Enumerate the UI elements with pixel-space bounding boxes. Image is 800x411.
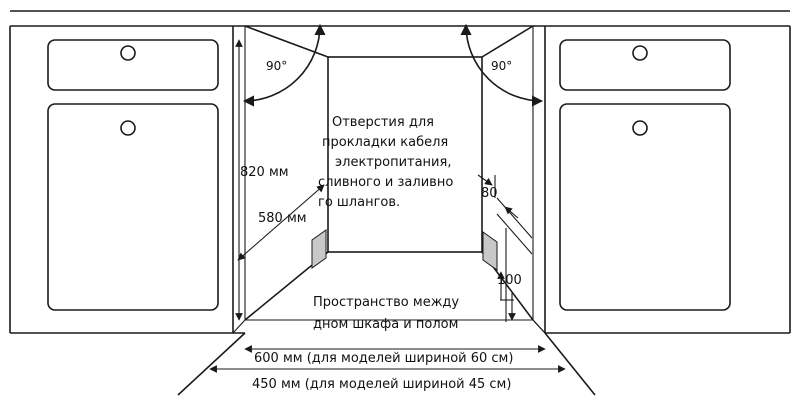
countertop <box>10 10 790 27</box>
dim-80-arrow-top <box>477 174 493 186</box>
space-note-line: дном шкафа и полом <box>313 317 458 332</box>
space-note-line: Пространство между <box>313 295 459 310</box>
dim-80-label: 80 <box>481 186 498 201</box>
right-cabinet <box>532 26 791 334</box>
dim-100-label: 100 <box>497 273 522 288</box>
holes-note-line: сливного и заливно <box>318 175 453 190</box>
holes-note: Отверстия для прокладки кабеля электропи… <box>318 115 453 210</box>
right-drawer-handle-icon <box>632 45 648 61</box>
left-cabinet <box>9 26 246 334</box>
niche-back-wall <box>327 56 483 253</box>
depth-label: 580 мм <box>258 211 307 226</box>
space-note: Пространство между дном шкафа и полом <box>313 295 459 332</box>
right-door-handle-icon <box>632 120 648 136</box>
door-swing-left <box>242 23 326 107</box>
door-swing-right <box>460 23 544 107</box>
dimension-lines <box>209 39 566 373</box>
left-drawer-handle-icon <box>120 45 136 61</box>
right-drawer-front <box>559 39 731 91</box>
left-hole-icon <box>311 229 327 269</box>
holes-note-line: прокладки кабеля <box>322 135 448 150</box>
holes-note-line: го шлангов. <box>318 195 400 210</box>
left-door-handle-icon <box>120 120 136 136</box>
angle-right-label: 90° <box>491 59 512 73</box>
holes-note-line: электропитания, <box>335 155 451 170</box>
width-60-label: 600 мм (для моделей шириной 60 см) <box>254 351 513 366</box>
left-drawer-front <box>47 39 219 91</box>
height-label: 820 мм <box>240 165 289 180</box>
angle-left-label: 90° <box>266 59 287 73</box>
holes-note-line: Отверстия для <box>332 115 434 130</box>
depth-dimension-line <box>237 184 325 261</box>
left-door-front <box>47 103 219 311</box>
floor-edges <box>177 332 596 396</box>
width-45-label: 450 мм (для моделей шириной 45 см) <box>252 377 511 392</box>
right-door-front <box>559 103 731 311</box>
right-hole-icon <box>482 231 498 271</box>
